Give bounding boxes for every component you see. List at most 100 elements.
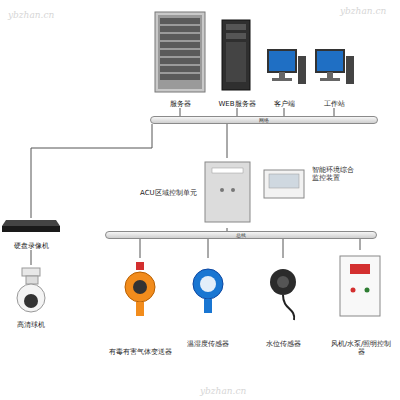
acu-cabinet-part bbox=[220, 188, 224, 192]
temperature-humidity-sensor-part bbox=[204, 299, 212, 313]
server-rack-part-part bbox=[160, 58, 200, 64]
web-server-tower-part bbox=[226, 33, 246, 39]
monitor-device bbox=[264, 170, 304, 198]
client-computer-part bbox=[298, 56, 306, 84]
server-rack-part-part bbox=[160, 26, 200, 32]
connector-line bbox=[140, 239, 141, 258]
server-rack-part-part bbox=[160, 42, 200, 48]
server-rack bbox=[155, 12, 205, 92]
dome-camera bbox=[17, 268, 45, 312]
connector-line bbox=[283, 239, 284, 258]
connector-line bbox=[334, 108, 335, 116]
recorder-node: 硬盘录像机 bbox=[0, 218, 62, 250]
device-node: 智能环境综合监控装置 bbox=[262, 166, 358, 202]
gas-detector-part bbox=[136, 262, 144, 270]
temperature-humidity-sensor bbox=[193, 269, 223, 313]
dvr-unit bbox=[2, 220, 60, 232]
workstation-computer-part bbox=[327, 72, 333, 78]
server-node: 服务器 bbox=[150, 8, 210, 108]
gas-detector-part bbox=[136, 302, 144, 316]
gas-detector bbox=[125, 262, 155, 316]
node-label: 总线 bbox=[236, 232, 246, 238]
web-server-tower-part bbox=[226, 42, 246, 82]
workstation-computer bbox=[316, 50, 354, 84]
node-label: 高清球机 bbox=[17, 321, 45, 329]
web-server-tower-part bbox=[226, 24, 246, 30]
sensor-node: 有毒有害气体变送器 bbox=[108, 258, 172, 356]
dome-camera-part bbox=[24, 294, 38, 308]
server-rack-part-part bbox=[160, 74, 200, 80]
dome-camera-part bbox=[22, 268, 40, 276]
computer-node: 工作站 bbox=[310, 40, 358, 108]
connector-line bbox=[284, 108, 285, 116]
node-label: 工作站 bbox=[324, 100, 345, 108]
server-rack-part bbox=[160, 18, 200, 80]
workstation-computer-part bbox=[346, 56, 354, 84]
acu-cabinet-part bbox=[212, 168, 243, 173]
control-box-part bbox=[350, 264, 370, 274]
connector-line bbox=[227, 124, 228, 158]
network-bus: 网络 bbox=[150, 116, 378, 124]
camera-node: 高清球机 bbox=[4, 265, 58, 329]
monitor-device-part bbox=[269, 174, 299, 188]
node-label: 有毒有害气体变送器 bbox=[109, 348, 172, 356]
connector-line bbox=[180, 108, 181, 116]
connector-line bbox=[31, 250, 32, 265]
sensor-node: 水位传感器 bbox=[253, 258, 313, 348]
dvr-unit-part bbox=[2, 226, 60, 232]
water-level-sensor-part bbox=[270, 269, 296, 295]
workstation-computer-part bbox=[316, 50, 344, 72]
node-label: 服务器 bbox=[170, 100, 191, 108]
connector-line bbox=[31, 124, 152, 218]
server-rack-part bbox=[158, 15, 202, 89]
temperature-humidity-sensor-part bbox=[200, 276, 216, 292]
field-bus: 总线 bbox=[105, 231, 377, 239]
acu-cabinet bbox=[205, 162, 250, 222]
server-rack-part-part bbox=[160, 50, 200, 56]
workstation-computer-part bbox=[320, 78, 340, 81]
water-level-sensor bbox=[270, 269, 296, 320]
dvr-unit-part bbox=[2, 220, 60, 226]
computer-node: 客户端 bbox=[262, 40, 306, 108]
node-label: 风机/水泵/照明控制器 bbox=[328, 340, 394, 356]
gas-detector-part bbox=[133, 280, 147, 294]
server-rack-part bbox=[155, 12, 205, 92]
server-rack-part-part bbox=[160, 34, 200, 40]
connector-line bbox=[208, 239, 209, 258]
controller-node: 风机/水泵/照明控制器 bbox=[328, 250, 394, 356]
watermark: ybzhan.cn bbox=[8, 10, 54, 20]
server-node: WEB服务器 bbox=[212, 8, 262, 108]
dome-camera-part bbox=[17, 284, 45, 312]
web-server-tower-part bbox=[222, 20, 250, 90]
gas-detector-part bbox=[125, 272, 155, 302]
node-label: 网络 bbox=[259, 117, 269, 123]
acu-cabinet-part bbox=[231, 188, 235, 192]
dome-camera-part bbox=[26, 276, 38, 284]
connector-line bbox=[360, 239, 361, 250]
node-label: 客户端 bbox=[274, 100, 295, 108]
water-level-sensor-part bbox=[283, 295, 294, 320]
connector-line bbox=[237, 108, 238, 116]
node-label: 温湿度传感器 bbox=[187, 340, 229, 348]
server-rack-part-part bbox=[160, 18, 200, 24]
node-label: ACU区域控制单元 bbox=[140, 189, 202, 197]
node-label: WEB服务器 bbox=[218, 100, 255, 108]
client-computer bbox=[268, 50, 306, 84]
web-server-tower bbox=[222, 20, 250, 90]
client-computer-part bbox=[279, 72, 285, 78]
control-box-part bbox=[340, 256, 380, 316]
control-box-part bbox=[365, 288, 370, 293]
water-level-sensor-part bbox=[277, 276, 289, 288]
node-label: 智能环境综合监控装置 bbox=[312, 166, 358, 182]
sensor-node: 温湿度传感器 bbox=[178, 258, 238, 348]
monitor-device-part bbox=[264, 170, 304, 198]
client-computer-part bbox=[268, 50, 296, 72]
node-label: 水位传感器 bbox=[266, 340, 301, 348]
watermark: ybzhan.cn bbox=[340, 6, 386, 16]
temperature-humidity-sensor-part bbox=[193, 269, 223, 299]
client-computer-part bbox=[272, 78, 292, 81]
server-rack-part-part bbox=[160, 66, 200, 72]
node-label: 硬盘录像机 bbox=[14, 242, 49, 250]
watermark: ybzhan.cn bbox=[200, 386, 246, 396]
